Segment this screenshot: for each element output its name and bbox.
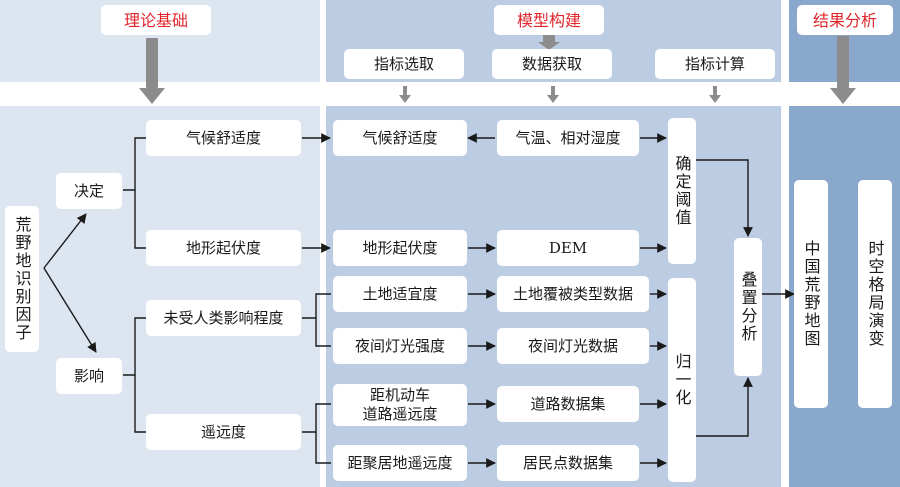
category-influence: 影响 (56, 358, 122, 394)
data-dem: DEM (497, 230, 639, 266)
data-settlement-dataset: 居民点数据集 (497, 445, 639, 481)
data-night-light: 夜间灯光数据 (497, 328, 649, 364)
indicator-terrain-relief: 地形起伏度 (333, 230, 467, 266)
theory-human-impact: 未受人类影响程度 (146, 300, 301, 336)
theory-climate-comfort: 气候舒适度 (146, 120, 301, 156)
result-title: 结果分析 (797, 5, 893, 35)
data-temp-humidity: 气温、相对湿度 (497, 120, 639, 156)
theory-title: 理论基础 (101, 5, 211, 35)
data-road-dataset: 道路数据集 (497, 386, 639, 422)
category-decide: 决定 (56, 173, 122, 209)
calc-overlay-analysis: 叠置分析 (734, 238, 762, 376)
step-indicator-calculation: 指标计算 (655, 49, 775, 79)
result-spatiotemporal-evolution: 时空格局演变 (858, 180, 892, 408)
step-indicator-selection: 指标选取 (344, 49, 464, 79)
step-data-acquisition: 数据获取 (492, 49, 612, 79)
indicator-road-remoteness: 距机动车 道路遥远度 (333, 384, 467, 426)
data-land-cover: 土地覆被类型数据 (497, 276, 649, 312)
indicator-land-suitability: 土地适宜度 (333, 276, 467, 312)
theory-remoteness: 遥远度 (146, 414, 301, 450)
calc-threshold: 确定阈值 (668, 118, 696, 264)
calc-normalize: 归一化 (668, 278, 696, 482)
wilderness-factors-box: 荒野地识别因子 (5, 206, 39, 352)
indicator-climate-comfort: 气候舒适度 (333, 120, 467, 156)
indicator-settlement-remoteness: 距聚居地遥远度 (333, 445, 467, 481)
result-wilderness-map: 中国荒野地图 (794, 180, 828, 408)
model-title: 模型构建 (494, 5, 604, 35)
indicator-night-light: 夜间灯光强度 (333, 328, 467, 364)
theory-terrain-relief: 地形起伏度 (146, 230, 301, 266)
